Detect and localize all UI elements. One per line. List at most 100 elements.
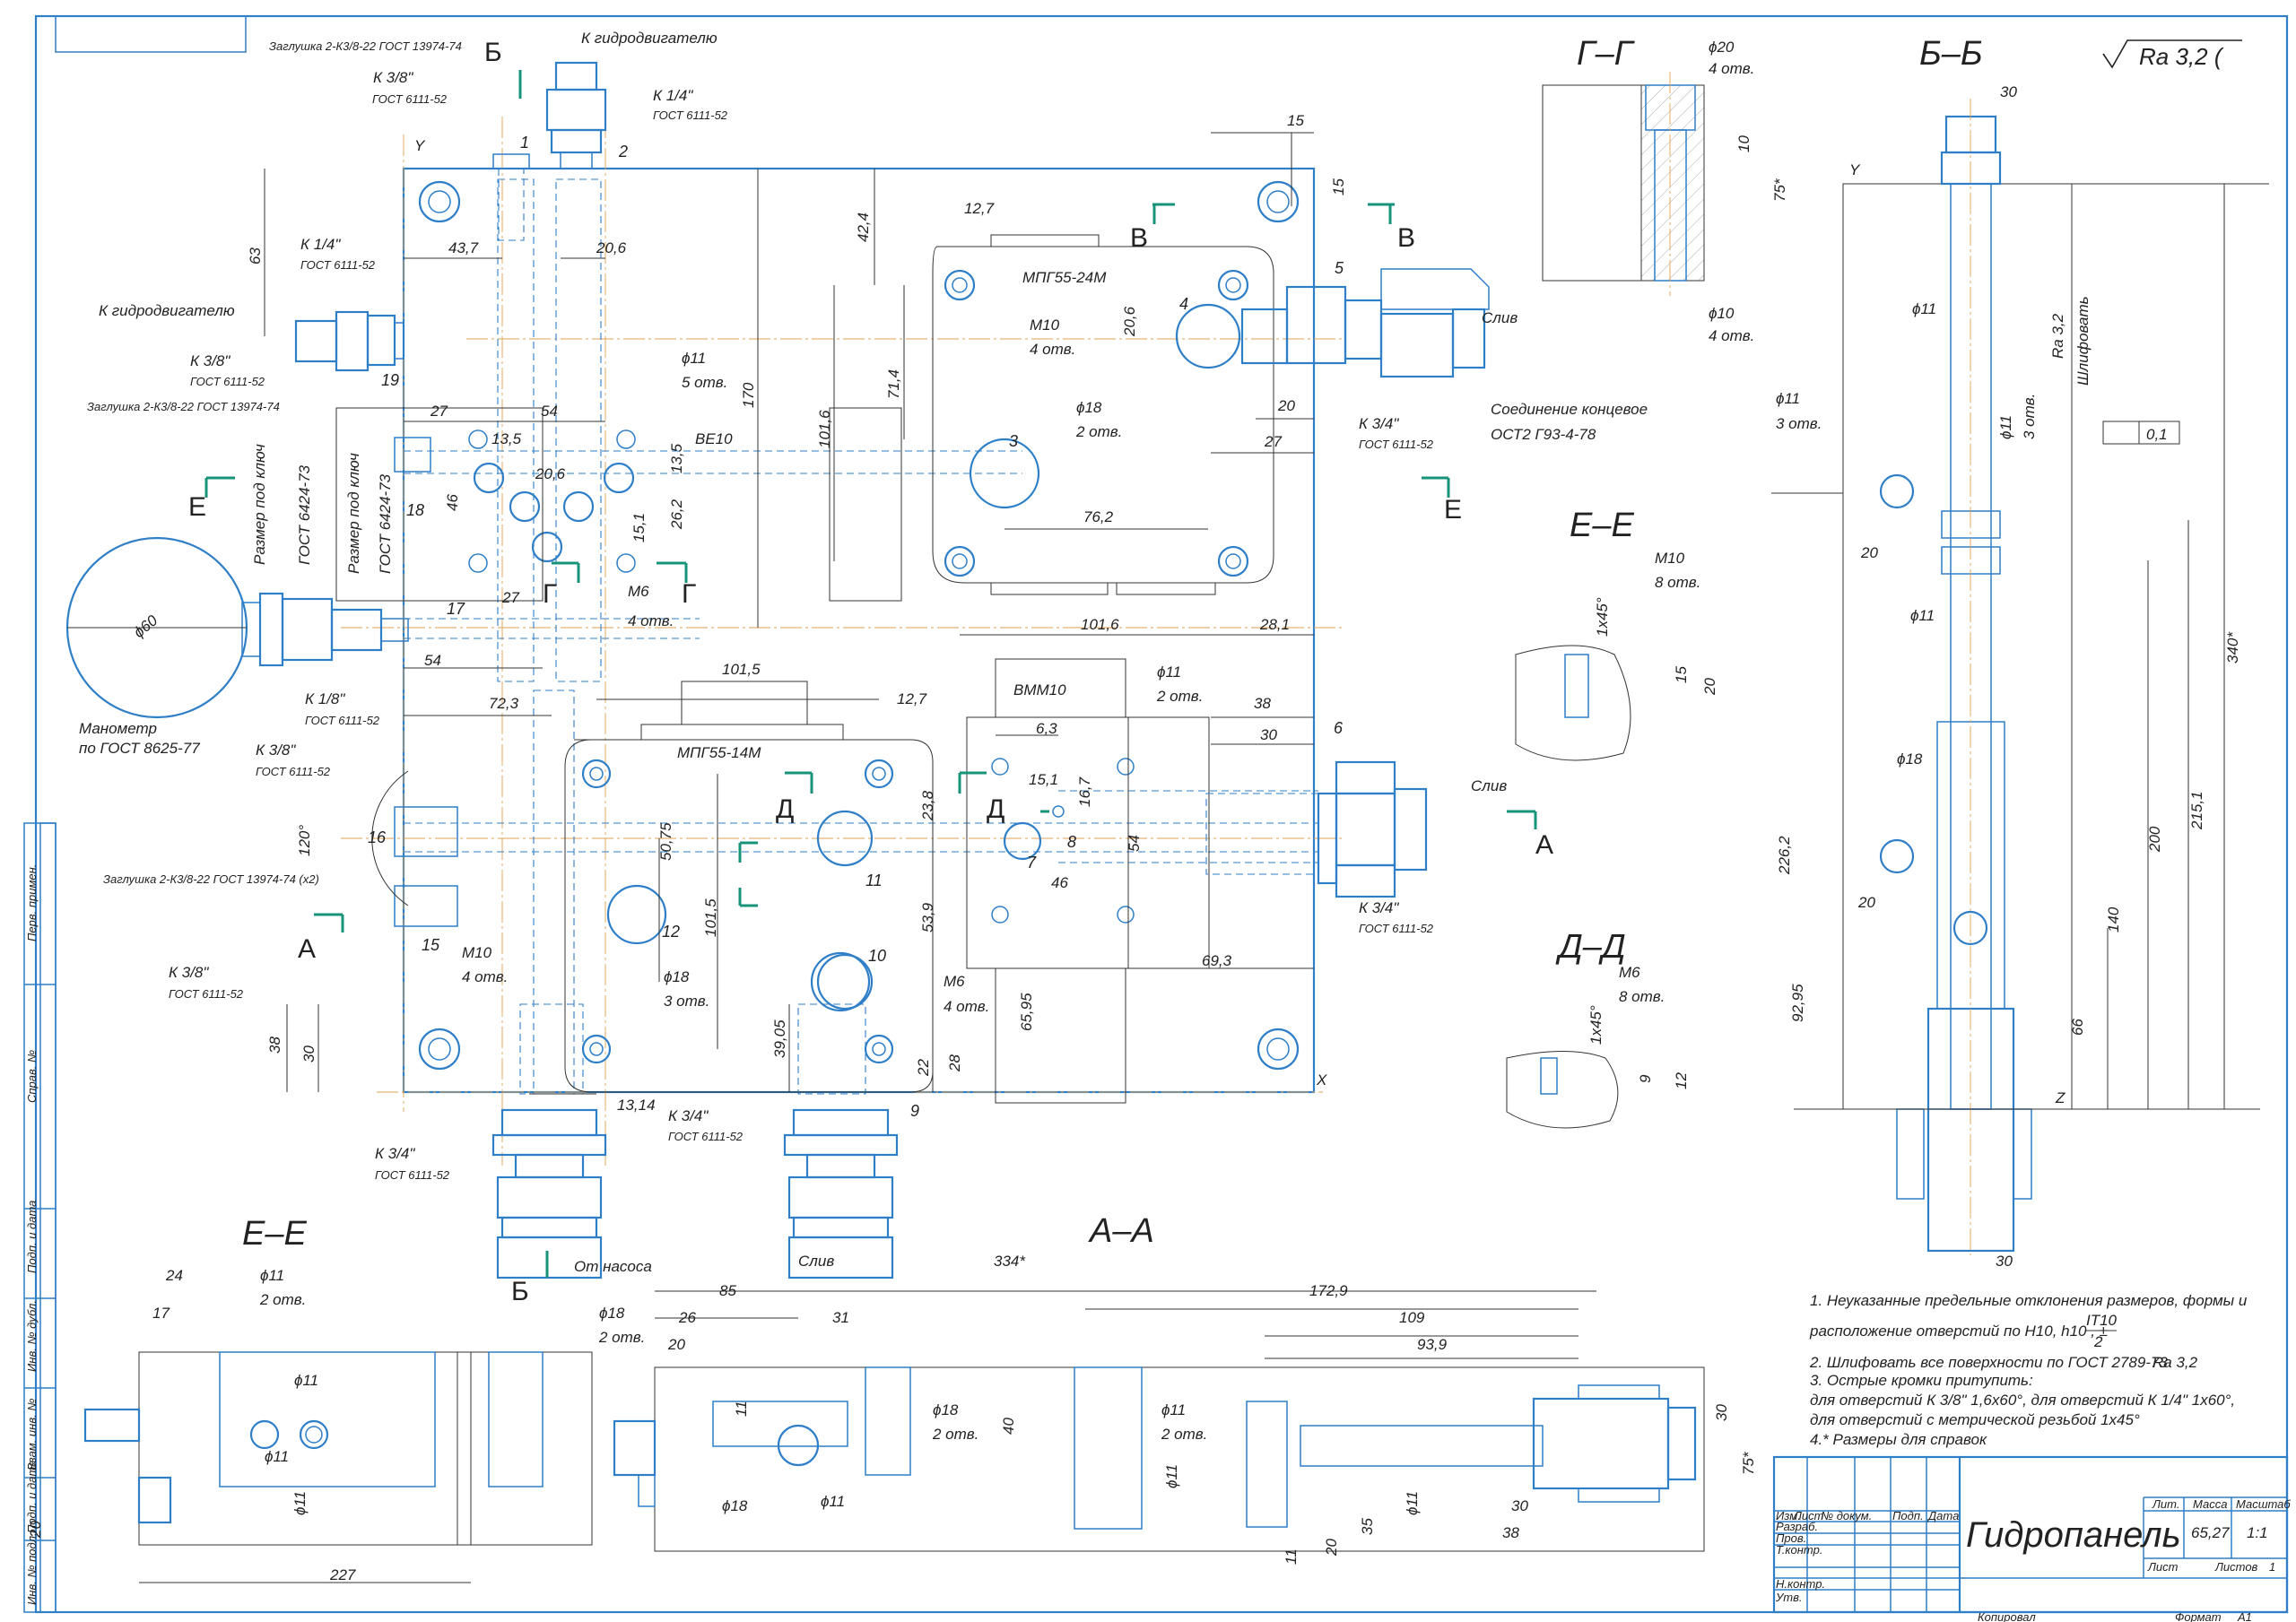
ee2-p11d: ϕ11 bbox=[291, 1491, 309, 1515]
dim-20: 20 bbox=[1277, 397, 1295, 414]
note-it10-2: 2 bbox=[2093, 1333, 2103, 1350]
panel-outline bbox=[402, 167, 1316, 1094]
tb-razrab: Разраб. bbox=[1776, 1520, 1818, 1533]
tb-sheets: Листов bbox=[2214, 1560, 2258, 1574]
gost-bottom1: ГОСТ 6111-52 bbox=[668, 1130, 744, 1143]
dim-424: 42,4 bbox=[855, 213, 872, 242]
aa-1729: 172,9 bbox=[1309, 1282, 1348, 1299]
bb-y: Y bbox=[1849, 161, 1861, 178]
dim-1314: 13,14 bbox=[617, 1097, 656, 1114]
bb-2151: 215,1 bbox=[2188, 791, 2205, 830]
stamp-podp1: Подп. и дата bbox=[25, 1201, 39, 1273]
stamp-podp2: Подп. и дата bbox=[25, 1461, 39, 1533]
dim-693: 69,3 bbox=[1202, 952, 1232, 969]
tb-copied: Копировал bbox=[1978, 1610, 2036, 1622]
joint-gost: ОСТ2 Г93-4-78 bbox=[1491, 426, 1596, 443]
dim-1016b: 101,6 bbox=[1081, 616, 1119, 633]
to-motor-top: К гидродвигателю bbox=[581, 30, 718, 47]
tb-prov: Пров. bbox=[1776, 1531, 1806, 1545]
aa-p18-holes: 2 отв. bbox=[932, 1426, 978, 1443]
gost-top1: ГОСТ 6111-52 bbox=[372, 92, 448, 106]
sheet-frame bbox=[34, 14, 2289, 1614]
gost-bottom2: ГОСТ 6111-52 bbox=[375, 1168, 450, 1182]
bb-grind: Шлифовать bbox=[2074, 296, 2092, 386]
bb-200: 200 bbox=[2146, 826, 2163, 853]
fitting-top bbox=[492, 61, 607, 241]
gost-left3: ГОСТ 6111-52 bbox=[256, 765, 331, 778]
gauge-gost: по ГОСТ 8625-77 bbox=[79, 740, 200, 757]
dim-30: 30 bbox=[1260, 726, 1277, 743]
aa-38: 38 bbox=[1502, 1524, 1519, 1541]
drain-right: Слив bbox=[1471, 777, 1507, 794]
gost-left1: ГОСТ 6111-52 bbox=[300, 258, 376, 272]
gg-75: 75* bbox=[1771, 178, 1788, 202]
gauge-label: Манометр bbox=[79, 720, 157, 737]
axis-x: X bbox=[1316, 1071, 1327, 1089]
dim-170: 170 bbox=[740, 382, 757, 408]
cut-markers bbox=[204, 70, 1537, 1278]
dim-135b: 13,5 bbox=[668, 443, 685, 473]
to-motor-left: К гидродвигателю bbox=[99, 302, 235, 319]
cut-a-right: А bbox=[1535, 830, 1553, 860]
from-pump: От насоса bbox=[574, 1258, 652, 1275]
bb-140: 140 bbox=[2105, 906, 2122, 932]
bb-ra32: Ra 3,2 bbox=[2049, 313, 2066, 359]
aa-40: 40 bbox=[1000, 1418, 1017, 1435]
dim-723: 72,3 bbox=[489, 695, 519, 712]
k38-left2: К 3/8" bbox=[256, 742, 296, 759]
side-stamp-column: Перв. примен. Справ. № Подп. и дата Инв.… bbox=[23, 822, 57, 1613]
dim-437: 43,7 bbox=[448, 239, 479, 256]
ee-m10-holes: 8 отв. bbox=[1655, 574, 1700, 591]
bb-20b: 20 bbox=[1857, 894, 1875, 911]
gost-top2: ГОСТ 6111-52 bbox=[653, 108, 728, 122]
dim-3905: 39,05 bbox=[771, 1019, 788, 1058]
dd-9: 9 bbox=[1637, 1074, 1654, 1083]
dim-206b: 20,6 bbox=[535, 465, 566, 482]
k18-label: К 1/8" bbox=[305, 690, 345, 707]
gost-right2: ГОСТ 6111-52 bbox=[1359, 922, 1434, 935]
bb-title: Б–Б bbox=[1919, 35, 1983, 73]
bb-30bottom: 30 bbox=[1996, 1253, 2013, 1270]
dim-22: 22 bbox=[915, 1059, 932, 1077]
tb-mass: Масса bbox=[2193, 1497, 2227, 1511]
dim-1015b: 101,5 bbox=[702, 898, 719, 937]
p11-5-holes: 5 отв. bbox=[682, 374, 727, 391]
section-gg: Г–Г ϕ20 4 отв. 10 75* ϕ10 4 отв. bbox=[1542, 35, 1788, 344]
dim-28: 28 bbox=[946, 1054, 963, 1072]
title-block: Изм. Лист № докум. Подп. Дата Разраб. Пр… bbox=[1772, 1455, 2291, 1622]
dim-46: 46 bbox=[444, 494, 461, 511]
dim-63: 63 bbox=[247, 247, 264, 265]
bb-340: 340* bbox=[2224, 631, 2241, 664]
bb-p11b: ϕ11 bbox=[1997, 415, 2014, 439]
num-17: 17 bbox=[447, 600, 465, 618]
ee-m10: М10 bbox=[1655, 550, 1685, 567]
dim-714: 71,4 bbox=[885, 369, 902, 399]
gg-p10: ϕ10 bbox=[1709, 305, 1735, 322]
note-3: 3. Острые кромки притупить: bbox=[1810, 1372, 2033, 1389]
p18-3: ϕ18 bbox=[1076, 399, 1102, 416]
gg-10: 10 bbox=[1735, 135, 1752, 152]
tb-format-val: А1 bbox=[2237, 1610, 2252, 1622]
mounting-holes bbox=[418, 180, 1300, 1071]
dim-46b: 46 bbox=[1051, 874, 1068, 891]
section-ee-detail: Е–Е М10 8 отв. 1x45° 15 20 bbox=[1515, 507, 1718, 761]
dim-539: 53,9 bbox=[919, 902, 936, 932]
gost-left4: ГОСТ 6111-52 bbox=[169, 987, 244, 1001]
k34-right-top: К 3/4" bbox=[1359, 415, 1399, 432]
dim-54: 54 bbox=[541, 403, 558, 420]
k38-top: К 3/8" bbox=[373, 69, 413, 86]
k14-left: К 1/4" bbox=[300, 236, 341, 253]
p18-12-holes: 3 отв. bbox=[664, 993, 709, 1010]
p18-3-holes: 2 отв. bbox=[1075, 423, 1122, 440]
num-9: 9 bbox=[910, 1102, 919, 1120]
mpg24-label: МПГ55-24М bbox=[1022, 269, 1107, 286]
gost-left2: ГОСТ 6111-52 bbox=[190, 375, 265, 388]
tb-sheet: Лист bbox=[2147, 1560, 2179, 1574]
dim-238: 23,8 bbox=[919, 790, 936, 821]
note-2: 2. Шлифовать все поверхности по ГОСТ 278… bbox=[1809, 1354, 2168, 1371]
num-1: 1 bbox=[520, 134, 529, 152]
dim-151b: 15,1 bbox=[1029, 771, 1058, 788]
aa-p11: ϕ11 bbox=[1161, 1401, 1186, 1418]
ee-145: 1x45° bbox=[1594, 597, 1611, 637]
fitting-bottom-left bbox=[491, 1108, 607, 1279]
